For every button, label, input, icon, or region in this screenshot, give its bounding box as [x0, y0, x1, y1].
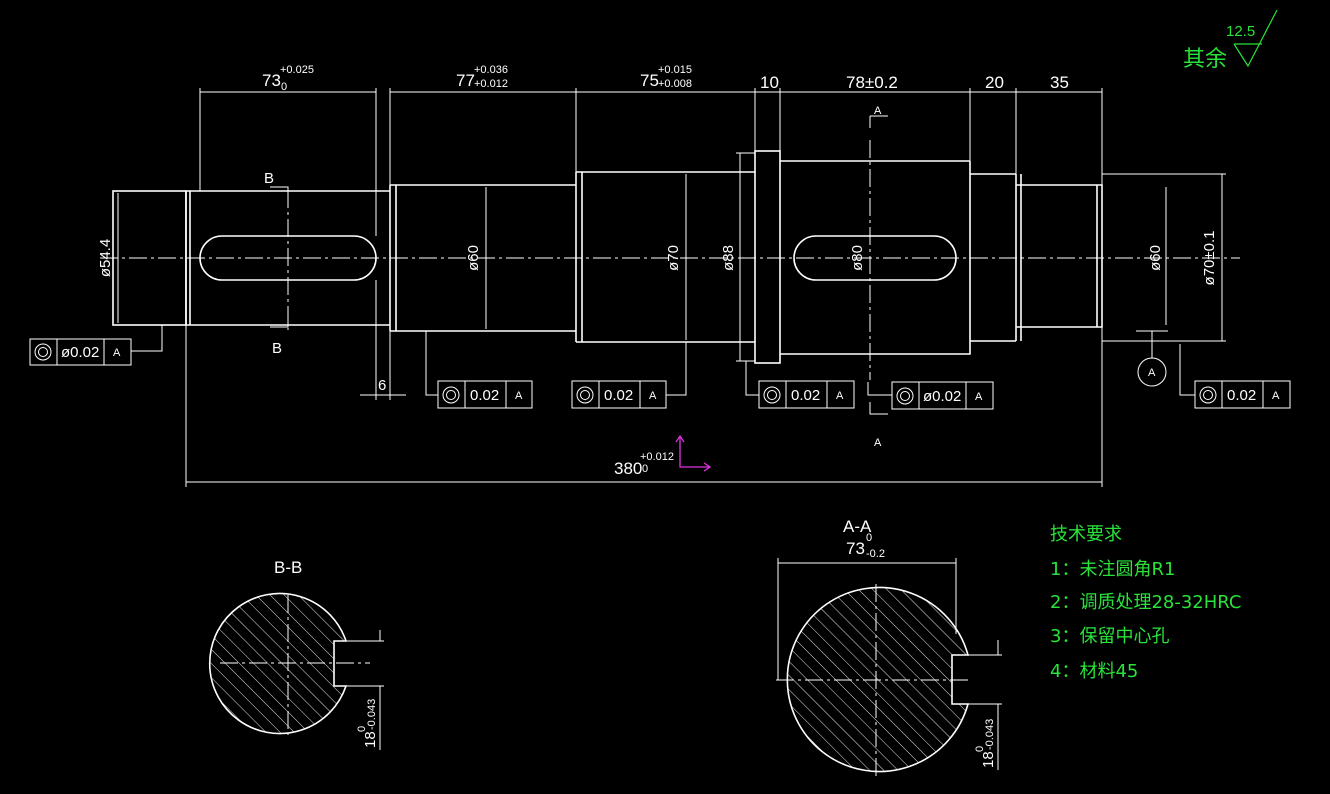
dim-73: 73	[262, 71, 281, 90]
dim-6: 6	[378, 377, 386, 394]
surface-finish-label: 其余	[1183, 47, 1227, 72]
dim-73-lower: 0	[281, 81, 287, 93]
tolerance-2-value: 0.02	[470, 387, 499, 404]
tolerance-4-datum: A	[836, 390, 844, 402]
section-aa-width: 73	[846, 539, 865, 558]
dim-380: 380	[614, 459, 642, 478]
tolerance-2-datum: A	[515, 390, 523, 402]
dim-78: 78±0.2	[846, 73, 898, 92]
dim-d80: ø80	[849, 245, 866, 271]
dim-d70: ø70	[665, 245, 682, 271]
datum-a-symbol	[1136, 330, 1168, 387]
dim-d60-right: ø60	[1147, 245, 1164, 271]
section-aa-view	[776, 558, 1002, 778]
dim-380-upper: +0.012	[640, 451, 674, 463]
tolerance-4-value: 0.02	[791, 387, 820, 404]
dim-d60-left: ø60	[465, 245, 482, 271]
tolerance-1-datum: A	[113, 347, 121, 359]
tolerance-3-value: 0.02	[604, 387, 633, 404]
top-dimensions	[199, 88, 1103, 236]
section-bb-key: 18	[362, 731, 379, 748]
section-a-bottom: A	[874, 437, 882, 449]
section-bb-key-lower: -0.043	[366, 699, 378, 730]
dim-77: 77	[456, 71, 475, 90]
tolerance-frame-5: ø0.02 A	[867, 381, 994, 410]
dim-d88: ø88	[720, 245, 737, 271]
section-a-top: A	[874, 105, 882, 117]
tolerance-frame-6: 0.02 A	[1179, 344, 1291, 409]
bottom-dimensions	[185, 280, 1103, 487]
dim-73-upper: +0.025	[280, 64, 314, 76]
surface-finish-value: 12.5	[1226, 23, 1255, 40]
dim-75-upper: +0.015	[658, 64, 692, 76]
section-aa-title-sub: 0	[866, 532, 872, 544]
tolerance-frame-4: 0.02 A	[745, 361, 855, 409]
tolerance-6-datum: A	[1272, 390, 1280, 402]
diameter-dimensions	[117, 152, 1226, 362]
section-bb-key-upper: 0	[356, 726, 368, 732]
note-item-4: 4：材料45	[1050, 661, 1138, 682]
dim-75: 75	[640, 71, 659, 90]
section-b-top: B	[264, 170, 274, 187]
section-aa-width-sub: -0.2	[866, 548, 885, 560]
dim-75-lower: +0.008	[658, 78, 692, 90]
dim-10: 10	[760, 73, 779, 92]
dim-35: 35	[1050, 73, 1069, 92]
tolerance-6-value: 0.02	[1227, 387, 1256, 404]
tolerance-3-datum: A	[649, 390, 657, 402]
section-b-bottom: B	[272, 340, 282, 357]
tolerance-frame-1: ø0.02 A	[29, 325, 163, 366]
note-item-1: 1：未注圆角R1	[1050, 559, 1175, 580]
tolerance-frame-2: 0.02 A	[425, 331, 533, 409]
section-bb-title: B-B	[274, 558, 302, 577]
section-aa-key-upper: 0	[974, 746, 986, 752]
dim-77-lower: +0.012	[474, 78, 508, 90]
note-item-3: 3：保留中心孔	[1050, 626, 1169, 647]
tolerance-5-datum: A	[975, 391, 983, 403]
dim-20: 20	[985, 73, 1004, 92]
notes-title: 技术要求	[1050, 524, 1122, 545]
technical-notes: 技术要求 1：未注圆角R1 2：调质处理28-32HRC 3：保留中心孔 4：材…	[1050, 524, 1241, 682]
section-cut-marks	[270, 115, 888, 415]
surface-finish-symbol	[1233, 9, 1278, 68]
tolerance-5-value: ø0.02	[923, 388, 961, 405]
dim-d54: ø54.4	[97, 239, 114, 277]
section-aa-title: A-A	[843, 517, 872, 536]
ucs-axis-icon	[675, 434, 712, 472]
tolerance-frame-3: 0.02 A	[571, 342, 687, 409]
section-aa-key: 18	[980, 751, 997, 768]
note-item-2: 2：调质处理28-32HRC	[1050, 592, 1241, 613]
shaft-outline	[100, 140, 1240, 380]
dim-380-lower: 0	[642, 463, 648, 475]
dim-d70-tol: ø70±0.1	[1201, 231, 1218, 286]
tolerance-1-value: ø0.02	[61, 344, 99, 361]
dim-77-upper: +0.036	[474, 64, 508, 76]
section-aa-key-lower: -0.043	[984, 719, 996, 750]
datum-a-label: A	[1148, 367, 1156, 379]
section-bb-view	[208, 592, 384, 750]
